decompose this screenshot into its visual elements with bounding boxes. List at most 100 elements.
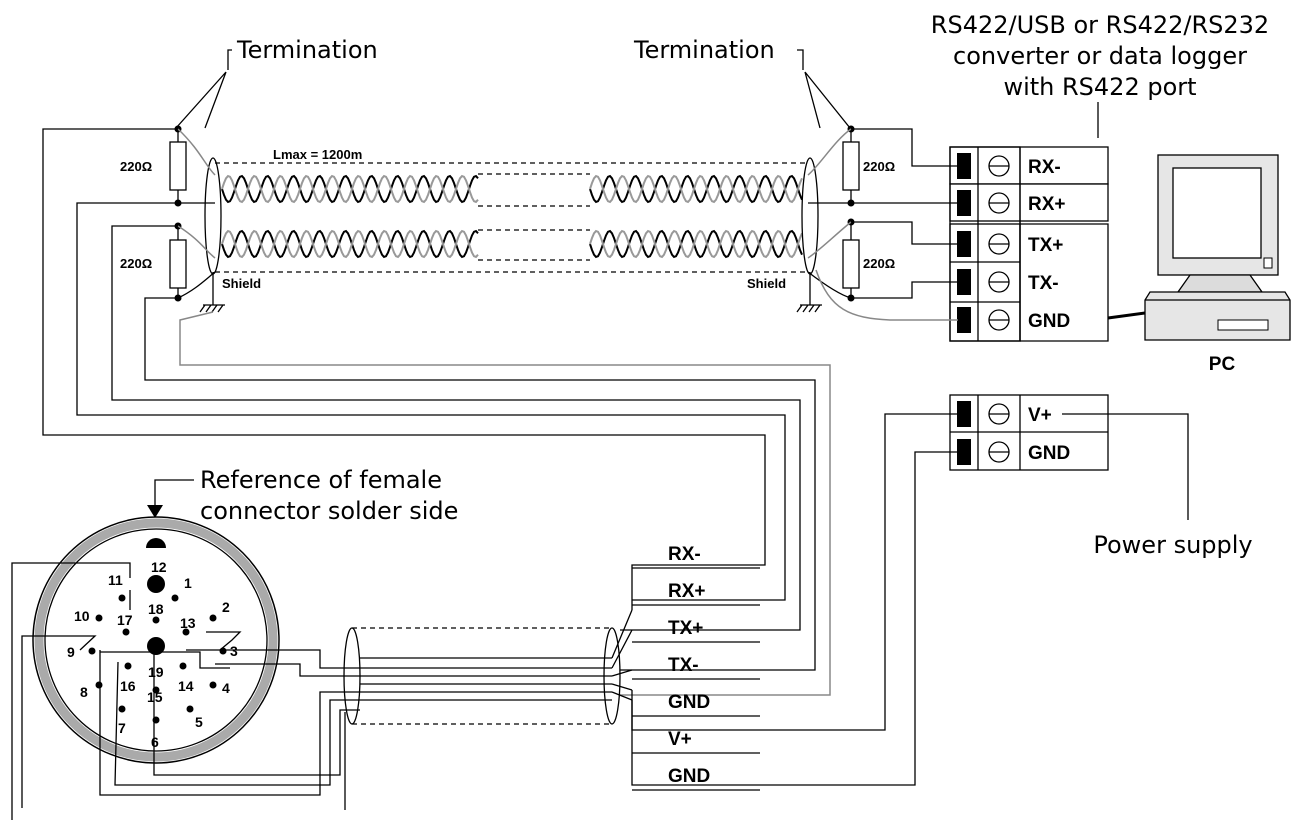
connector-cable-fanout [611,609,633,701]
cable-label: TX+ [668,618,703,639]
connector-pin-label: 2 [222,599,230,615]
pc-icon [1107,154,1291,341]
lmax-label: Lmax = 1200m [273,147,362,162]
converter-terminal: TX- [957,269,1059,295]
converter-slots: RX- RX+ TX+ TX- GND [957,153,1070,333]
cable-label: RX- [668,544,701,565]
connector-pin [182,628,190,636]
shield-label-left: Shield [222,276,261,291]
connector-pin [186,705,194,713]
right-pair-connections [807,128,852,259]
connector-pin [209,614,217,622]
converter-terminal: GND [957,307,1070,333]
shield-label-right: Shield [747,276,786,291]
termination-right-leader [797,49,804,70]
power-terminal: V+ [957,401,1052,427]
connector-pin [124,662,132,670]
wire-rx-minus [851,128,958,167]
converter-label-line3: with RS422 port [1003,73,1196,101]
connector-pin [88,647,96,655]
cable-break [478,173,590,261]
cable-label: GND [668,692,710,713]
connector-pin [171,594,179,602]
cable-label: TX- [668,655,699,676]
connector-pin-label: 17 [117,612,133,628]
connector-pin [118,705,126,713]
termination-left-pointer [175,71,227,129]
cable-labels: RX- RX+ TX+ TX- GND V+ GND [632,544,760,791]
ground-symbol-right [796,272,822,313]
connector-ref-line2: connector solder side [200,497,458,525]
connector-pin-label: 8 [80,684,88,700]
converter-terminal: TX+ [957,231,1063,257]
connector-pin-label: 18 [148,601,164,617]
connector-pin [209,681,217,689]
cable-label: RX+ [668,581,706,602]
resistor-left-top-label: 220Ω [120,159,152,174]
converter-terminal-label: RX- [1028,157,1061,178]
termination-right-label: Termination [633,36,775,64]
connector-pin-label: 11 [108,572,123,588]
converter-label-line1: RS422/USB or RS422/RS232 [931,11,1269,39]
connector-pin-label: 19 [148,664,164,680]
converter-terminal: RX+ [957,190,1066,216]
wire-tx-plus [851,221,958,245]
resistor-right-bottom-label: 220Ω [863,256,895,271]
arrow-down-icon [147,505,163,518]
converter-terminal-label: TX+ [1028,235,1063,256]
converter-label-line2: converter or data logger [953,42,1247,70]
twisted-pair-rx [221,174,803,204]
connector-pin-label: 5 [195,714,203,730]
connector-pin [152,616,160,624]
connector-pin [179,662,187,670]
connector-pin [122,628,130,636]
cable-label: GND [668,766,710,787]
cable-label: V+ [668,729,692,750]
resistor-left-top [169,125,187,207]
connector-pin [147,575,165,593]
twisted-pair-tx [221,229,803,259]
power-terminal-block [949,394,1109,471]
resistor-right-bottom [842,218,860,302]
connector-pin-label: 1 [184,575,192,591]
converter-terminal: RX- [957,153,1061,179]
routing-wires [42,128,958,786]
connector-pin-label: 14 [178,678,194,694]
resistor-left-bottom-label: 220Ω [120,256,152,271]
connector-pin-label: 4 [222,680,230,696]
termination-left-label: Termination [236,36,378,64]
connector-ref-leader [154,479,194,505]
connector-pin [95,681,103,689]
pc-label: PC [1209,354,1236,375]
converter-terminal-label: TX- [1028,273,1059,294]
power-terminal-label: V+ [1028,405,1052,426]
resistor-right-top [842,125,860,207]
connector-pin [118,594,126,602]
resistor-left-bottom [169,222,187,302]
termination-left-leader [227,49,232,70]
connector-pin-label: 9 [67,644,75,660]
connector-pin-label: 12 [151,559,167,575]
left-pair-connections-b [177,202,216,299]
connector-cable-cores [360,657,612,701]
power-supply-label: Power supply [1093,531,1252,559]
connector-pin-label: 13 [180,615,196,631]
ground-symbol-left [199,272,225,313]
connector-pin [147,637,165,655]
connector-pin-label: 16 [120,678,136,694]
converter-terminal-label: GND [1028,311,1070,332]
resistor-right-top-label: 220Ω [863,159,895,174]
connector-pin [219,647,227,655]
connector-pin [95,614,103,622]
wire-tx-minus [851,281,958,299]
connector-pin-label: 10 [74,608,90,624]
connector-pin-label: 6 [151,734,159,750]
connector-pin-label: 7 [118,720,126,736]
power-terminal: GND [957,439,1070,465]
power-supply-leader [1062,413,1189,520]
wire-gnd-shield [815,269,958,321]
connector-pin-label: 15 [147,689,163,705]
right-pair-connections-b [807,202,852,299]
termination-right-pointer [804,71,851,129]
